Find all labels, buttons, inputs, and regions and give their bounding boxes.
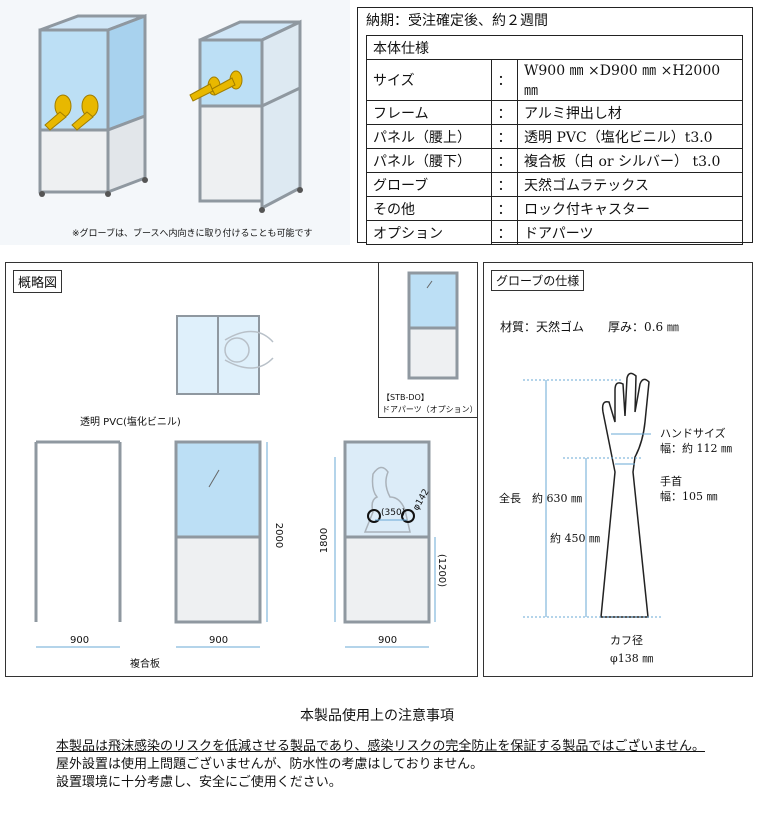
outline-title: 概略図 [13, 270, 63, 293]
front-view-with-person [343, 440, 431, 624]
spec-value: 複合板（白 or シルバー） t3.0 [517, 148, 743, 173]
wrist-label: 手首 [660, 475, 682, 488]
table-row: サイズ ： W900 ㎜ ×D900 ㎜ ×H2000 ㎜ [366, 59, 743, 101]
label-pvc: 透明 PVC(塩化ビニル) [80, 417, 181, 428]
table-row: パネル（腰下） ： 複合板（白 or シルバー） t3.0 [366, 148, 743, 173]
frame-view [34, 440, 122, 622]
spec-key: サイズ [366, 59, 492, 101]
dim-900-person: 900 [378, 635, 398, 646]
glove-title: グローブの仕様 [491, 270, 585, 291]
notice-title: 本製品使用上の注意事項 [300, 708, 454, 724]
glove-icon [189, 70, 243, 102]
table-row: グローブ ： 天然ゴムラテックス [366, 172, 743, 197]
dimension-lines [36, 442, 436, 648]
spec-key: グローブ [366, 172, 492, 197]
cuff-value: φ138 ㎜ [610, 652, 654, 665]
spec-sep: ： [491, 124, 518, 149]
door-label: ドアパーツ（オプション） [382, 405, 478, 414]
spec-key: オプション [366, 220, 492, 245]
outline-panel [5, 262, 478, 677]
spec-title: 本体仕様 [366, 35, 743, 60]
booth-front-view [38, 13, 148, 197]
front-view [174, 440, 262, 624]
table-row: フレーム ： アルミ押出し材 [366, 100, 743, 125]
door-option-box [378, 262, 478, 418]
spec-value: ロック付キャスター [517, 196, 743, 221]
glove-icon [44, 94, 99, 131]
door-code: 【STB-DO】 [382, 393, 429, 402]
spec-table: 本体仕様 サイズ ： W900 ㎜ ×D900 ㎜ ×H2000 ㎜ フレーム … [366, 35, 743, 245]
table-row: オプション ： ドアパーツ [366, 220, 743, 245]
dim-2000: 2000 [273, 522, 285, 549]
spec-sep: ： [491, 220, 518, 245]
photo-caption: ※グローブは、ブースへ内向きに取り付けることも可能です [72, 229, 313, 239]
label-composite: 複合板 [130, 659, 160, 670]
glove-panel [483, 262, 753, 677]
notice-line-2: 屋外設置は使用上問題ございませんが、防水性の考慮はしておりません。 [56, 757, 484, 772]
dim-350: (350) [381, 508, 406, 518]
outline-drawings [5, 262, 478, 677]
spec-sep: ： [491, 172, 518, 197]
notice-line-1: 本製品は飛沫感染のリスクを低減させる製品であり、感染リスクの完全防止を保証する製… [56, 739, 705, 754]
spec-value: 透明 PVC（塩化ビニル）t3.0 [517, 124, 743, 149]
total-length: 全長 約 630 ㎜ [499, 492, 582, 505]
table-row: その他 ： ロック付キャスター [366, 196, 743, 221]
glove-drawing [483, 262, 753, 677]
length-450: 約 450 ㎜ [550, 532, 600, 545]
spec-key: パネル（腰上） [366, 124, 492, 149]
glove-outline [600, 372, 650, 618]
spec-value: アルミ押出し材 [517, 100, 743, 125]
spec-key: パネル（腰下） [366, 148, 492, 173]
notice-line-3: 設置環境に十分考慮し、安全にご使用ください。 [56, 775, 342, 790]
top-view [176, 315, 274, 395]
table-row: パネル（腰上） ： 透明 PVC（塩化ビニル）t3.0 [366, 124, 743, 149]
hand-size-value: 幅：約 112 ㎜ [660, 442, 732, 455]
dim-900-front: 900 [209, 635, 229, 646]
cuff-label: カフ径 [610, 634, 643, 647]
dim-900-frame: 900 [70, 635, 90, 646]
dim-1800: 1800 [319, 527, 331, 554]
glove-dimension-lines [523, 379, 663, 618]
delivery-note: 納期：受注確定後、約２週間 [366, 13, 548, 29]
product-illustration [0, 0, 350, 245]
booth-side-view [189, 19, 303, 213]
spec-sep: ： [491, 148, 518, 173]
spec-sep: ： [491, 59, 518, 101]
spec-sep: ： [491, 196, 518, 221]
spec-key: その他 [366, 196, 492, 221]
spec-sep: ： [491, 100, 518, 125]
hand-size-label: ハンドサイズ [660, 427, 726, 440]
glove-material: 材質：天然ゴム 厚み：0.6 ㎜ [500, 320, 679, 334]
spec-key: フレーム [366, 100, 492, 125]
spec-value: W900 ㎜ ×D900 ㎜ ×H2000 ㎜ [517, 59, 743, 101]
spec-value: ドアパーツ [517, 220, 743, 245]
spec-header-row: 本体仕様 [366, 35, 743, 60]
spec-value: 天然ゴムラテックス [517, 172, 743, 197]
wrist-value: 幅：105 ㎜ [660, 490, 718, 503]
dim-1200: (1200) [436, 553, 448, 588]
